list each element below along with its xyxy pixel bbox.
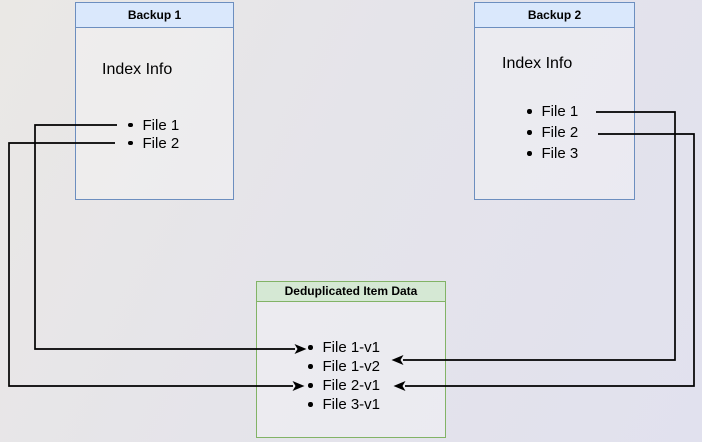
- backup1-file-list: File 1 File 2: [128, 116, 179, 152]
- backup1-box: Backup 1 Index Info File 1 File 2: [75, 2, 234, 200]
- bullet-icon: [308, 402, 313, 407]
- list-item: File 1-v1: [308, 338, 380, 357]
- file-label: File 1: [541, 103, 579, 120]
- file-label: File 1-v1: [322, 339, 381, 356]
- list-item: File 1: [527, 101, 578, 122]
- list-item: File 1-v2: [308, 357, 380, 376]
- backup1-index-info-label: Index Info: [102, 61, 173, 78]
- dedup-file-list: File 1-v1 File 1-v2 File 2-v1 File 3-v1: [308, 338, 380, 414]
- file-label: File 2: [541, 124, 579, 141]
- bullet-icon: [308, 383, 313, 388]
- file-label: File 3-v1: [322, 396, 381, 413]
- bullet-icon: [527, 130, 532, 135]
- backup2-file-list: File 1 File 2 File 3: [527, 101, 578, 164]
- list-item: File 3-v1: [308, 395, 380, 414]
- bullet-icon: [128, 140, 133, 146]
- deduplicated-item-data-title: Deduplicated Item Data: [257, 282, 445, 302]
- bullet-icon: [308, 364, 313, 369]
- list-item: File 2-v1: [308, 376, 380, 395]
- bullet-icon: [308, 345, 313, 350]
- bullet-icon: [128, 122, 133, 128]
- backup1-title: Backup 1: [76, 3, 233, 28]
- file-label: File 3: [541, 145, 579, 162]
- deduplicated-item-data-box: Deduplicated Item Data File 1-v1 File 1-…: [256, 281, 446, 438]
- backup2-box: Backup 2 Index Info File 1 File 2 File 3: [474, 2, 635, 200]
- file-label: File 2: [142, 134, 180, 152]
- file-label: File 1: [142, 116, 180, 134]
- file-label: File 2-v1: [322, 377, 381, 394]
- list-item: File 3: [527, 143, 578, 164]
- bullet-icon: [527, 109, 532, 114]
- list-item: File 1: [128, 116, 179, 134]
- backup2-index-info-label: Index Info: [502, 55, 573, 72]
- list-item: File 2: [128, 134, 179, 152]
- bullet-icon: [527, 151, 532, 156]
- backup2-title: Backup 2: [475, 3, 634, 28]
- list-item: File 2: [527, 122, 578, 143]
- file-label: File 1-v2: [322, 358, 381, 375]
